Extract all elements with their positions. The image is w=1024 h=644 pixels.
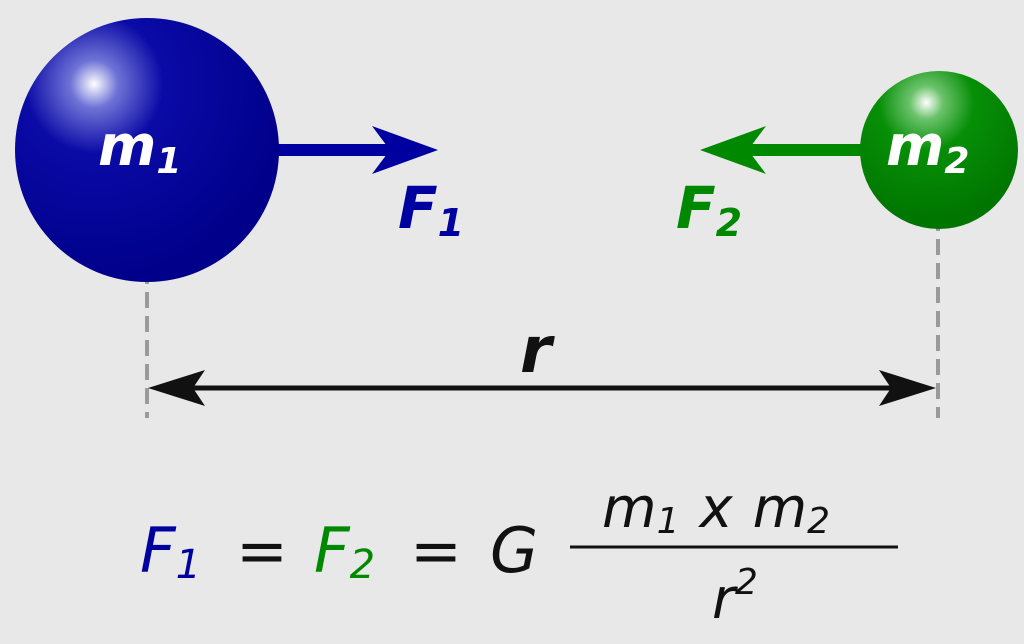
mass-1-sphere (15, 18, 279, 282)
force-1-label: F1 (398, 174, 464, 245)
mass-1-label: m1 (98, 114, 181, 182)
formula-f2: F2 (314, 514, 375, 588)
distance-label: r (520, 314, 555, 388)
formula-denominator: r2 (712, 562, 758, 632)
formula-equals-2: = (410, 514, 462, 587)
force-arrow-1 (270, 126, 438, 174)
mass-2-label: m2 (886, 114, 969, 182)
formula-f1: F1 (140, 514, 201, 588)
mass-2-sphere (860, 71, 1018, 229)
distance-arrow (148, 370, 936, 406)
formula-g: G (490, 514, 538, 587)
force-2-label: F2 (676, 174, 742, 245)
formula-equals-1: = (236, 514, 288, 587)
force-arrow-2 (700, 126, 870, 174)
